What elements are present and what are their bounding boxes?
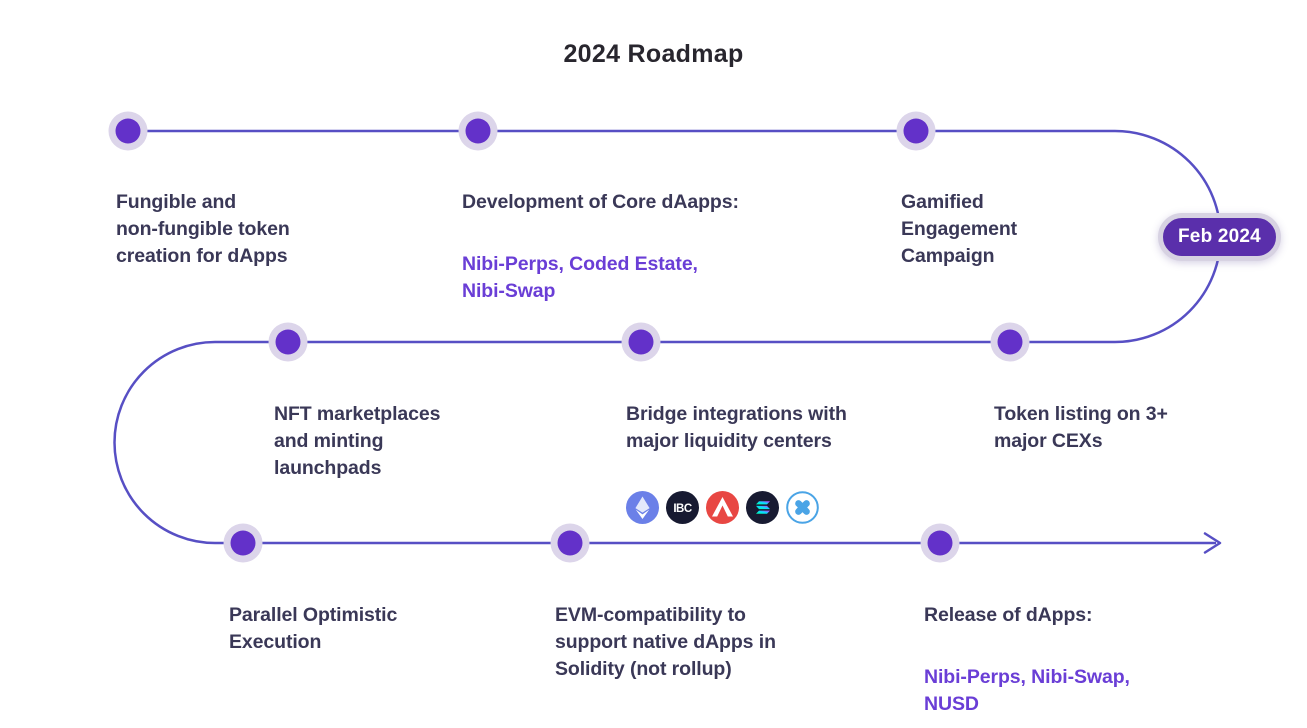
svg-text:IBC: IBC [673, 503, 692, 515]
milestone-parallel-optimistic-execution: Parallel Optimistic Execution [229, 575, 397, 683]
milestone-core-dapps-development: Development of Core dAapps: Nibi-Perps, … [462, 162, 739, 331]
milestone-subtitle: Nibi-Perps, Nibi-Swap, NUSD [924, 665, 1130, 715]
milestone-dot [223, 523, 263, 563]
milestone-title: Development of Core dAapps: [462, 190, 739, 213]
timeline-path [113, 129, 1222, 545]
milestone-gamified-engagement: Gamified Engagement Campaign [901, 162, 1017, 297]
badge-label: Feb 2024 [1178, 226, 1261, 247]
milestone-dot [108, 111, 148, 151]
milestone-dot [990, 322, 1030, 362]
solana-icon [746, 490, 779, 524]
axelar-icon [786, 490, 819, 524]
milestone-dot [896, 111, 936, 151]
milestone-title: Fungible and non-fungible token creation… [116, 190, 290, 267]
avalanche-icon [706, 490, 739, 524]
milestone-title: Gamified Engagement Campaign [901, 190, 1018, 267]
milestone-dot [268, 322, 308, 362]
milestone-title: Release of dApps: [924, 603, 1093, 626]
milestone-nft-marketplaces: NFT marketplaces and minting launchpads [274, 374, 440, 509]
milestone-dot [458, 111, 498, 151]
milestone-dot [621, 322, 661, 362]
milestone-fungible-token-creation: Fungible and non-fungible token creation… [116, 162, 290, 297]
milestone-release-of-dapps: Release of dApps: Nibi-Perps, Nibi-Swap,… [924, 575, 1130, 728]
milestone-title: Parallel Optimistic Execution [229, 603, 398, 653]
milestone-bridge-integrations: Bridge integrations with major liquidity… [626, 374, 847, 551]
milestone-subtitle: Nibi-Perps, Coded Estate, Nibi-Swap [462, 252, 698, 302]
milestone-title: Bridge integrations with major liquidity… [626, 402, 847, 452]
milestone-token-listing: Token listing on 3+ major CEXs [994, 374, 1168, 482]
milestone-dot [550, 523, 590, 563]
milestone-title: NFT marketplaces and minting launchpads [274, 402, 441, 479]
page-title: 2024 Roadmap [563, 40, 744, 68]
milestone-title: EVM-compatibility to support native dApp… [555, 603, 776, 680]
feb-2024-badge: Feb 2024 [1158, 213, 1281, 261]
bridge-network-icons: IBC [626, 490, 847, 524]
milestone-evm-compatibility: EVM-compatibility to support native dApp… [555, 575, 776, 710]
ibc-icon: IBC [666, 490, 699, 524]
arrowhead-icon [1203, 532, 1222, 554]
milestone-title: Token listing on 3+ major CEXs [994, 402, 1168, 452]
milestone-dot [920, 523, 960, 563]
ethereum-icon [626, 490, 659, 524]
